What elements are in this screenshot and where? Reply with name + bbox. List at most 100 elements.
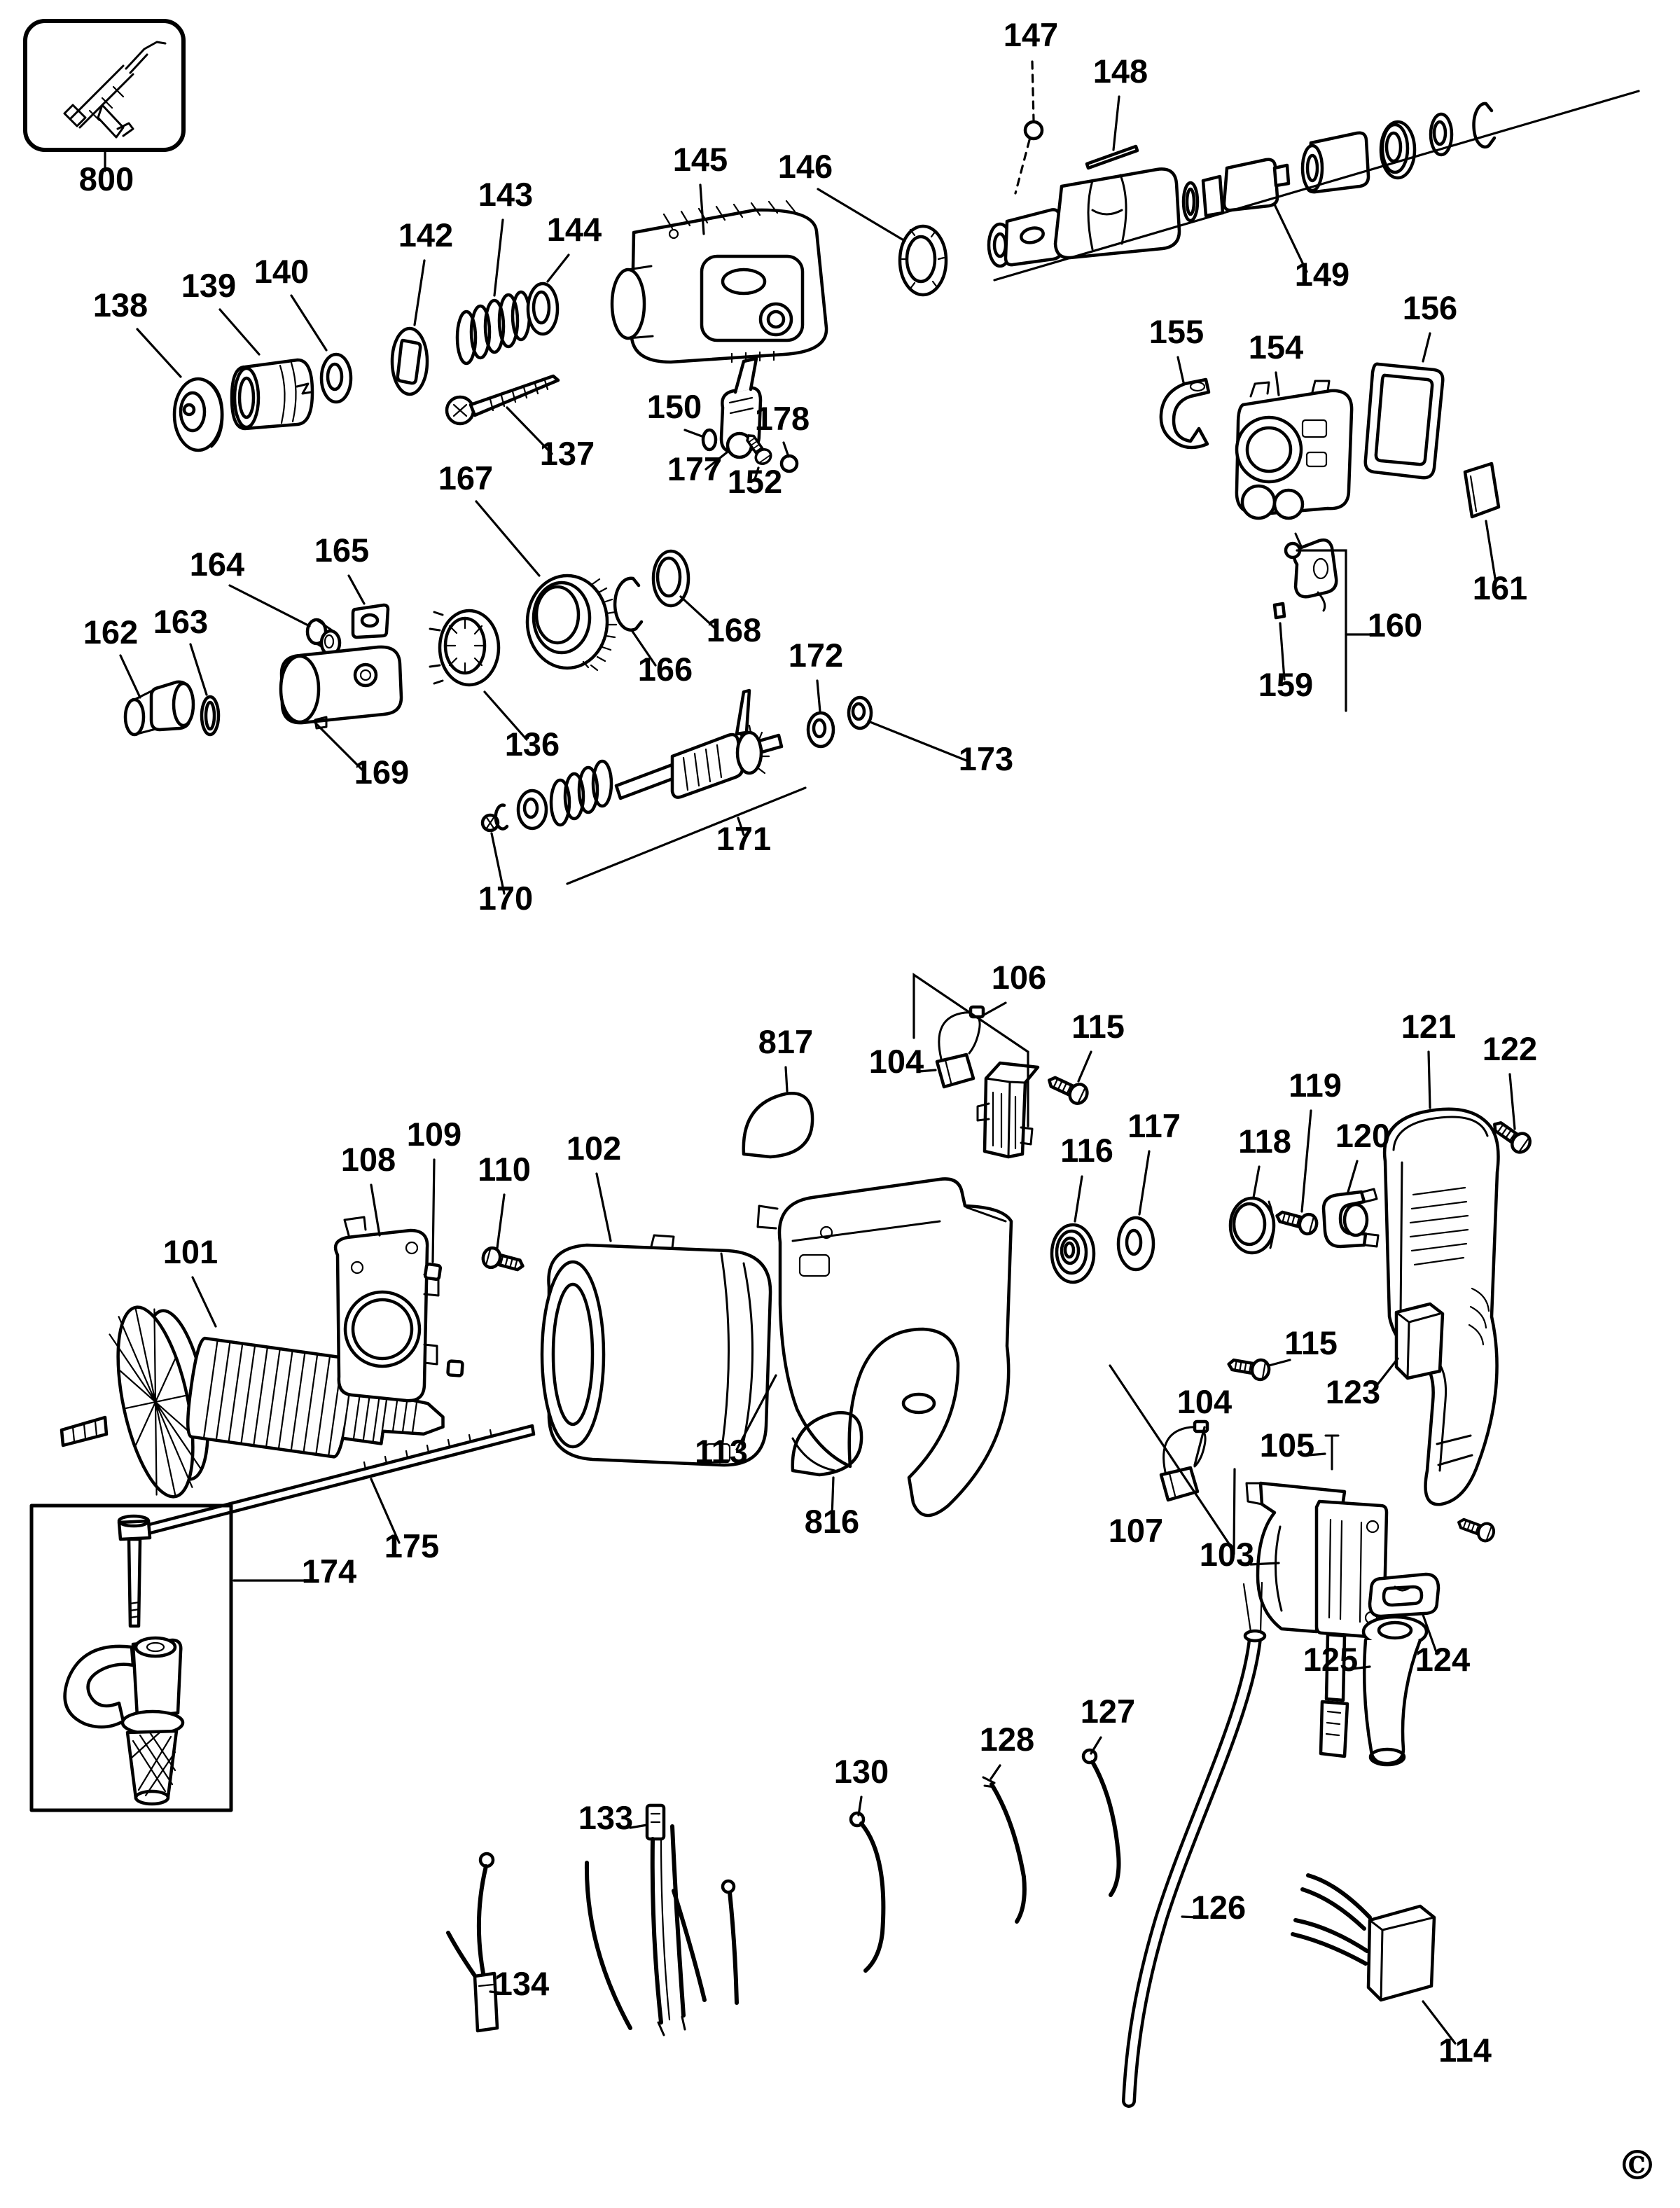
leader-133 [629, 1824, 648, 1829]
part-label-107: 107 [1109, 1512, 1163, 1549]
leader-122 [1508, 1073, 1516, 1130]
leader-170 [490, 832, 506, 895]
bracket-147 [1014, 139, 1031, 195]
o-ring-150 [701, 428, 718, 452]
bracket-107 [1109, 1364, 1236, 1555]
clutch-136 [429, 609, 501, 687]
part-label-150: 150 [647, 388, 702, 425]
part-label-166: 166 [638, 651, 693, 688]
leader-101 [191, 1276, 217, 1328]
leader-148 [1112, 95, 1120, 151]
leader-162 [119, 654, 141, 699]
leader-116 [1074, 1175, 1083, 1223]
part-label-168: 168 [707, 611, 761, 648]
leader-106 [979, 1001, 1007, 1018]
leader-150 [683, 429, 705, 438]
leader-175 [370, 1478, 401, 1544]
part-label-103: 103 [1200, 1536, 1254, 1573]
handle-housing-121 [1382, 1107, 1500, 1506]
leader-156 [1422, 332, 1431, 363]
square-nut-109b [447, 1361, 462, 1375]
part-label-159: 159 [1258, 666, 1313, 703]
grease-gun-icon [63, 41, 167, 139]
gear-housing-145 [610, 200, 828, 364]
ring-144 [526, 282, 560, 336]
washer-173 [847, 695, 873, 730]
part-label-117: 117 [1127, 1107, 1181, 1144]
leader-109 [431, 1158, 436, 1263]
leader-147 [1031, 60, 1035, 122]
leader-140 [290, 294, 328, 352]
screw-unlabeled [1456, 1514, 1497, 1543]
o-ring-163 [200, 695, 221, 737]
leader-119 [1300, 1109, 1312, 1213]
part-label-114: 114 [1438, 2032, 1492, 2069]
part-label-146: 146 [778, 148, 833, 185]
part-label-171: 171 [716, 820, 771, 857]
part-label-144: 144 [547, 211, 602, 248]
lead-wire-134 [446, 1852, 499, 2033]
part-label-164: 164 [190, 546, 244, 583]
part-label-800: 800 [79, 160, 134, 197]
part-label-148: 148 [1093, 53, 1148, 90]
part-label-160: 160 [1368, 606, 1422, 644]
screw-115a [1045, 1071, 1090, 1106]
leader-115a [1077, 1050, 1092, 1083]
part-label-101: 101 [163, 1233, 218, 1270]
inset-box [23, 19, 186, 152]
shaft-assembly-171 [480, 688, 784, 833]
part-label-109: 109 [407, 1116, 461, 1153]
part-label-126: 126 [1191, 1889, 1246, 1926]
pin-159 [1272, 602, 1286, 620]
nail-105 [1324, 1434, 1340, 1471]
washer-172 [806, 711, 835, 749]
bracket-160 [1296, 549, 1347, 712]
lead-wire-127 [1081, 1748, 1121, 1897]
part-label-177: 177 [667, 450, 722, 487]
leader-104a [917, 1069, 937, 1073]
leader-138 [136, 328, 182, 378]
leader-115b [1268, 1359, 1291, 1367]
part-label-174: 174 [302, 1553, 356, 1590]
part-label-173: 173 [959, 740, 1013, 777]
armature-101 [60, 1305, 445, 1499]
leader-123 [1371, 1357, 1399, 1392]
lens-816 [791, 1411, 863, 1477]
part-label-128: 128 [980, 1721, 1034, 1758]
connector-114 [1291, 1873, 1436, 2002]
washer-117 [1116, 1216, 1155, 1272]
ring-gear-167 [525, 574, 618, 672]
part-label-104b: 104 [1177, 1383, 1232, 1420]
field-stator-102 [540, 1234, 772, 1467]
baffle-plate-108 [333, 1216, 440, 1403]
part-label-110: 110 [478, 1151, 531, 1188]
cylinder-169 [279, 645, 403, 730]
part-label-162: 162 [83, 613, 138, 651]
ring-118 [1228, 1196, 1276, 1255]
leader-178 [782, 441, 790, 458]
ball-178 [779, 454, 799, 473]
leader-108 [370, 1183, 381, 1237]
leader-104b [1193, 1426, 1206, 1466]
part-label-142: 142 [398, 216, 453, 254]
part-label-115a: 115 [1071, 1008, 1125, 1045]
brush-104a [935, 1005, 985, 1089]
leader-164 [228, 584, 311, 627]
cord-protector-125 [1361, 1615, 1429, 1767]
part-label-137: 137 [540, 435, 595, 472]
leader-159 [1279, 622, 1286, 681]
leader-143 [493, 218, 504, 297]
leader-171 [737, 817, 745, 836]
part-label-133: 133 [578, 1799, 633, 1836]
leader-146 [817, 188, 906, 242]
end-cap-138 [172, 377, 224, 452]
screw-115b [1227, 1354, 1270, 1381]
leader-137 [506, 406, 553, 455]
part-label-116: 116 [1060, 1132, 1113, 1169]
lens-817 [742, 1092, 814, 1159]
leader-121 [1427, 1050, 1431, 1109]
oiler-160 [1284, 532, 1338, 612]
part-label-104a: 104 [869, 1043, 924, 1080]
part-label-106: 106 [992, 959, 1046, 996]
part-label-152: 152 [728, 463, 782, 500]
